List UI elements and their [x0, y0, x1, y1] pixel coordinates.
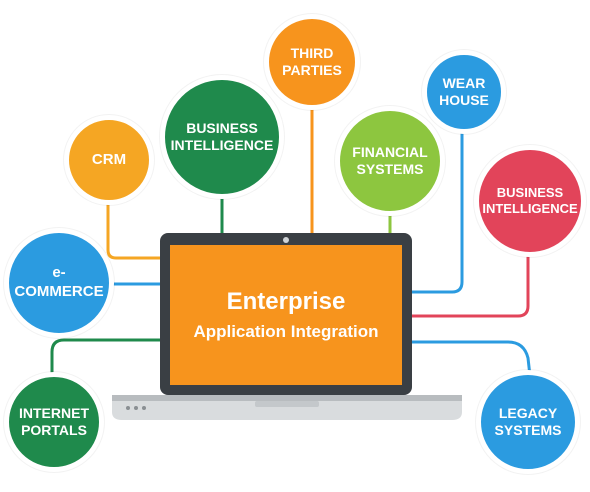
laptop-led [134, 406, 138, 410]
node-crm: CRM [64, 115, 154, 205]
laptop-base-edge [112, 395, 462, 401]
connector-internet-portals [50, 338, 165, 380]
screen-content: Enterprise Application Integration [170, 245, 402, 385]
node-ecommerce: e- COMMERCE [4, 228, 114, 338]
laptop-camera [283, 237, 289, 243]
node-financial-systems: FINANCIAL SYSTEMS [335, 106, 445, 216]
node-business-intelligence-right: BUSINESS INTELLIGENCE [474, 145, 586, 257]
node-financial-systems-label: FINANCIAL SYSTEMS [352, 143, 428, 178]
node-legacy-systems-label: LEGACY SYSTEMS [494, 404, 562, 439]
node-internet-portals-label: INTERNET PORTALS [19, 404, 89, 439]
laptop-base [112, 395, 462, 420]
connector-wear-house [412, 116, 464, 294]
laptop-screen [170, 245, 402, 385]
laptop [112, 233, 462, 420]
node-business-intelligence-left: BUSINESS INTELLIGENCE [160, 75, 284, 199]
node-business-intelligence-right-label: BUSINESS INTELLIGENCE [482, 184, 578, 216]
node-third-parties: THIRD PARTIES [264, 14, 360, 110]
center-title: Enterprise [226, 288, 346, 315]
connector-bi-right [412, 238, 530, 318]
node-crm-label: CRM [91, 150, 127, 168]
laptop-led [126, 406, 130, 410]
center-subtitle: Application Integration [193, 322, 379, 341]
connector-legacy [412, 340, 532, 377]
node-wear-house-label: WEAR HOUSE [439, 74, 489, 109]
node-third-parties-label: THIRD PARTIES [282, 44, 342, 79]
node-business-intelligence-left-label: BUSINESS INTELLIGENCE [170, 119, 274, 154]
node-internet-portals: INTERNET PORTALS [4, 372, 104, 472]
laptop-led [142, 406, 146, 410]
node-legacy-systems: LEGACY SYSTEMS [476, 370, 580, 474]
laptop-trackpad-notch [255, 401, 319, 407]
node-ecommerce-label: e- COMMERCE [14, 264, 104, 300]
connector-crm [106, 190, 165, 260]
node-wear-house: WEAR HOUSE [422, 50, 506, 134]
